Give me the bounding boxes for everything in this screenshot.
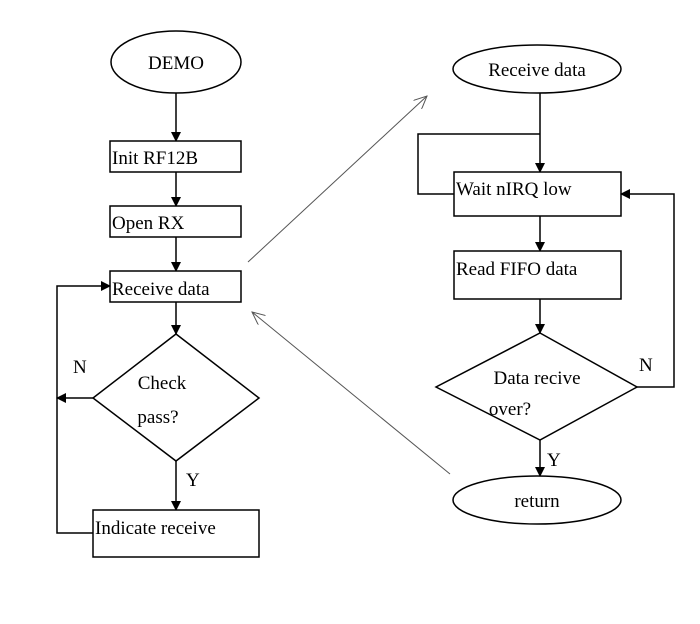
over-no-label: N xyxy=(639,355,653,376)
right-start-label: Receive data xyxy=(488,60,586,81)
init-node: Init RF12B xyxy=(109,140,242,173)
over-decision: Data recive over? xyxy=(434,332,639,441)
open-rx-node: Open RX xyxy=(109,205,242,238)
receive-label: Receive data xyxy=(112,279,210,300)
return-label: return xyxy=(514,491,560,512)
wait-label: Wait nIRQ low xyxy=(456,179,572,200)
left-start-node: DEMO xyxy=(110,30,242,94)
wait-self-loop xyxy=(417,133,540,195)
left-start-label: DEMO xyxy=(148,53,204,74)
over-label-line2: over? xyxy=(489,399,531,420)
connector-return xyxy=(252,312,451,475)
check-decision: Check pass? xyxy=(91,333,261,462)
check-label-line2: pass? xyxy=(137,407,178,428)
receive-node: Receive data xyxy=(109,270,242,303)
right-start-node: Receive data xyxy=(452,44,622,94)
over-yes-label: Y xyxy=(547,450,561,471)
open-rx-label: Open RX xyxy=(112,213,185,234)
connector-to-subroutine xyxy=(247,96,427,263)
over-label-line1: Data recive xyxy=(493,368,580,389)
right-flow: Receive data Wait nIRQ low Read FIFO dat… xyxy=(417,44,675,525)
return-node: return xyxy=(452,475,622,525)
read-node: Read FIFO data xyxy=(453,250,622,300)
indicate-node: Indicate receive xyxy=(92,509,260,558)
init-label: Init RF12B xyxy=(112,148,198,169)
indicate-label: Indicate receive xyxy=(95,518,216,539)
check-yes-label: Y xyxy=(186,470,200,491)
loop-back-to-receive xyxy=(56,281,111,534)
loop-back-to-wait xyxy=(620,189,675,388)
left-flow: DEMO Init RF12B Open RX Receive data Che… xyxy=(56,30,261,558)
check-no-label: N xyxy=(73,357,87,378)
wait-node: Wait nIRQ low xyxy=(453,171,622,217)
read-label: Read FIFO data xyxy=(456,259,578,280)
check-label-line1: Check xyxy=(138,373,187,394)
